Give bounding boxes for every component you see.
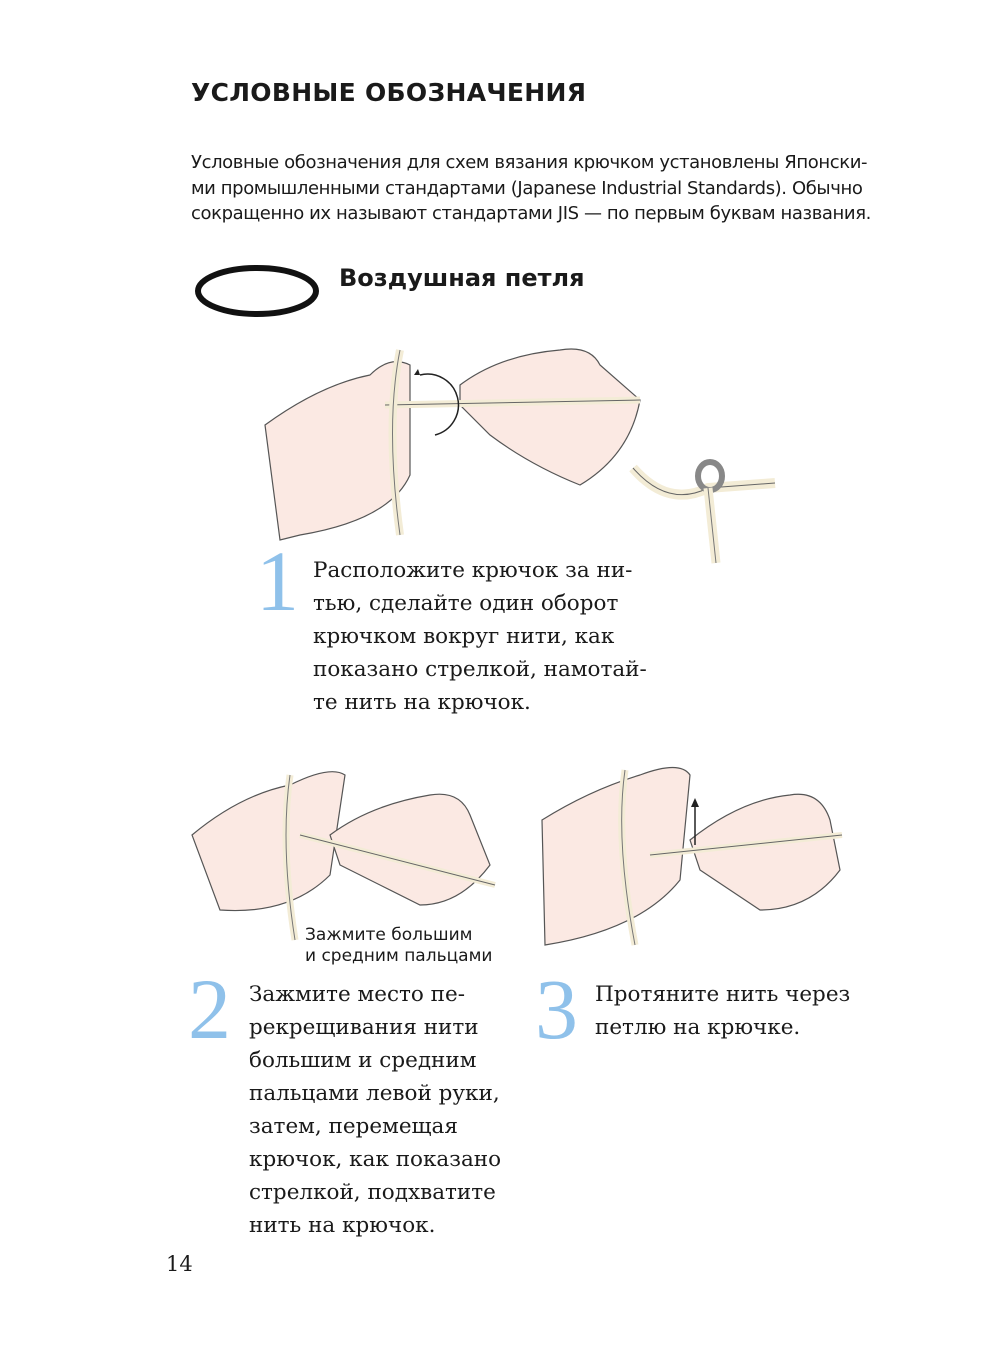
step-number: 2 xyxy=(188,961,231,1057)
step2-hands-illustration xyxy=(191,771,496,941)
step2-text: Зажмите место пе- рекрещивания нити боль… xyxy=(249,978,501,1242)
step-line: те нить на крючок. xyxy=(313,690,531,715)
step-line: стрелкой, подхватите xyxy=(249,1180,496,1205)
step-line: нить на крючок. xyxy=(249,1213,436,1238)
intro-paragraph: Условные обозначения для схем вязания кр… xyxy=(191,150,871,227)
step1-hands-illustration xyxy=(264,348,641,541)
step-line: рекрещивания нити xyxy=(249,1015,479,1040)
step-line: показано стрелкой, намотай- xyxy=(313,657,647,682)
step1-text: Расположите крючок за ни- тью, сделайте … xyxy=(313,554,647,719)
step3-hands-illustration xyxy=(541,766,843,946)
step-line: крючком вокруг нити, как xyxy=(313,624,615,649)
caption-line: Зажмите большим xyxy=(305,925,473,945)
step-line: затем, перемещая xyxy=(249,1114,458,1139)
step-line: пальцами левой руки, xyxy=(249,1081,500,1106)
step-line: Расположите крючок за ни- xyxy=(313,558,633,583)
step-line: Протяните нить через xyxy=(595,982,851,1007)
step-number: 3 xyxy=(535,961,578,1057)
step-line: крючок, как показано xyxy=(249,1147,502,1172)
step-line: петлю на крючке. xyxy=(595,1015,801,1040)
page-title: УСЛОВНЫЕ ОБОЗНАЧЕНИЯ xyxy=(191,78,587,107)
step-line: Зажмите место пе- xyxy=(249,982,465,1007)
page-number: 14 xyxy=(166,1252,193,1276)
intro-line: Условные обозначения для схем вязания кр… xyxy=(191,152,868,173)
chain-stitch-oval-icon xyxy=(195,265,319,317)
step3-text: Протяните нить через петлю на крючке. xyxy=(595,978,850,1044)
step2-caption: Зажмите большим и средним пальцами xyxy=(305,925,492,967)
step-number: 1 xyxy=(256,533,299,629)
step-line: тью, сделайте один оборот xyxy=(313,591,619,616)
symbol-heading: Воздушная петля xyxy=(339,264,585,292)
caption-line: и средним пальцами xyxy=(305,946,493,966)
intro-line: ми промышленными стандартами (Japanese I… xyxy=(191,177,863,199)
intro-line: сокращенно их называют стандартами JIS —… xyxy=(191,203,871,224)
step1-hook-detail-illustration xyxy=(629,459,776,564)
step-line: большим и средним xyxy=(249,1048,477,1073)
